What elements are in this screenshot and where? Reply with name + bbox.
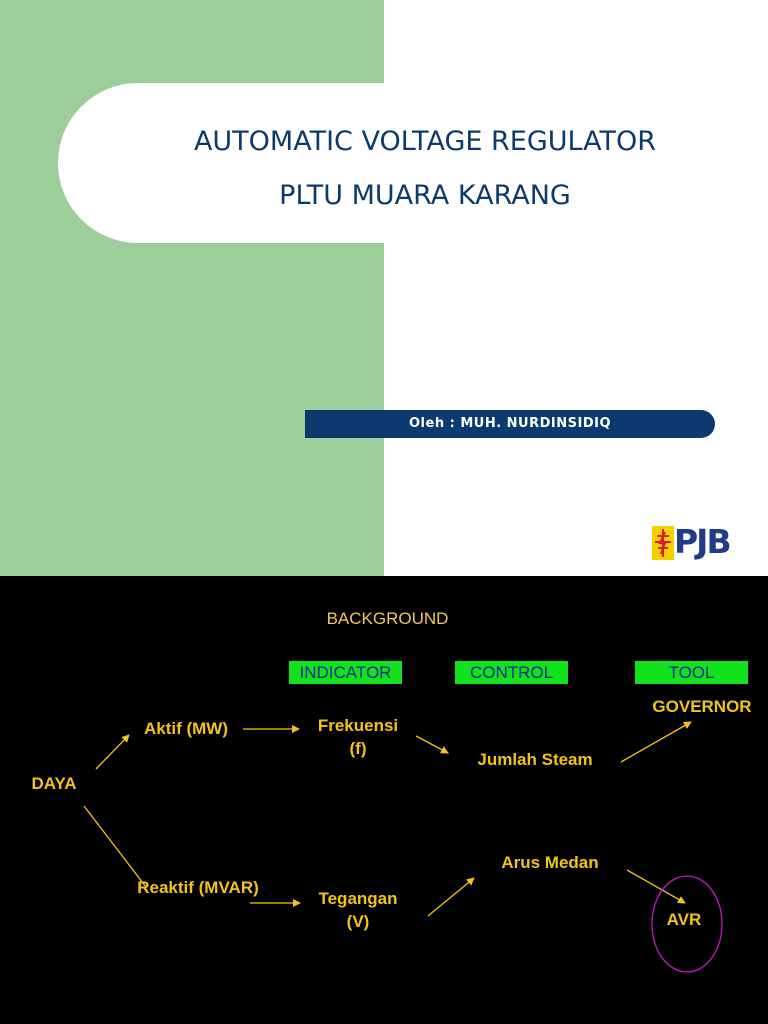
tool-tag: TOOL [635,661,748,684]
line-daya-reaktif [83,805,147,888]
node-avr: AVR [666,910,702,929]
slide-title-line-1: AUTOMATIC VOLTAGE REGULATOR [193,126,657,157]
node-governor: GOVERNOR [652,697,752,716]
node-arus-medan: Arus Medan [501,853,599,872]
author-label: Oleh : MUH. NURDINSIDIQ [409,416,611,431]
background-slide: BACKGROUND INDICATOR CONTROL TOOL DAYA A… [0,576,768,1024]
node-tegangan-line-2: (V) [346,912,370,931]
node-tegangan: Tegangan (V) [300,887,416,933]
node-reaktif: Reaktif (MVAR) [137,878,259,897]
pjb-logo: PJB [652,523,734,561]
arrow-daya-aktif [95,734,130,770]
arrow-frekuensi-steam [415,735,449,754]
arrow-arus-avr [626,869,686,904]
node-daya: DAYA [31,774,77,793]
flow-arrows [83,721,723,973]
node-jumlah-steam: Jumlah Steam [477,750,593,769]
node-frekuensi-line-1: Frekuensi [317,716,399,735]
title-slide: AUTOMATIC VOLTAGE REGULATOR PLTU MUARA K… [0,0,768,576]
slide-title-line-2: PLTU MUARA KARANG [279,180,571,211]
author-bar: Oleh : MUH. NURDINSIDIQ [305,410,715,438]
lightning-tower-icon [652,526,674,560]
node-aktif: Aktif (MW) [143,719,229,738]
avr-highlight-circle [651,875,723,973]
arrow-steam-governor [620,721,692,763]
indicator-tag: INDICATOR [289,661,402,684]
slide-heading: BACKGROUND [326,609,449,628]
control-tag: CONTROL [455,661,568,684]
node-tegangan-line-1: Tegangan [318,889,398,908]
logo-wordmark: PJB [674,522,732,561]
node-frekuensi: Frekuensi (f) [300,714,416,760]
title-pill-background [58,83,768,243]
node-frekuensi-line-2: (f) [349,739,367,758]
arrow-tegangan-arus [427,877,475,917]
